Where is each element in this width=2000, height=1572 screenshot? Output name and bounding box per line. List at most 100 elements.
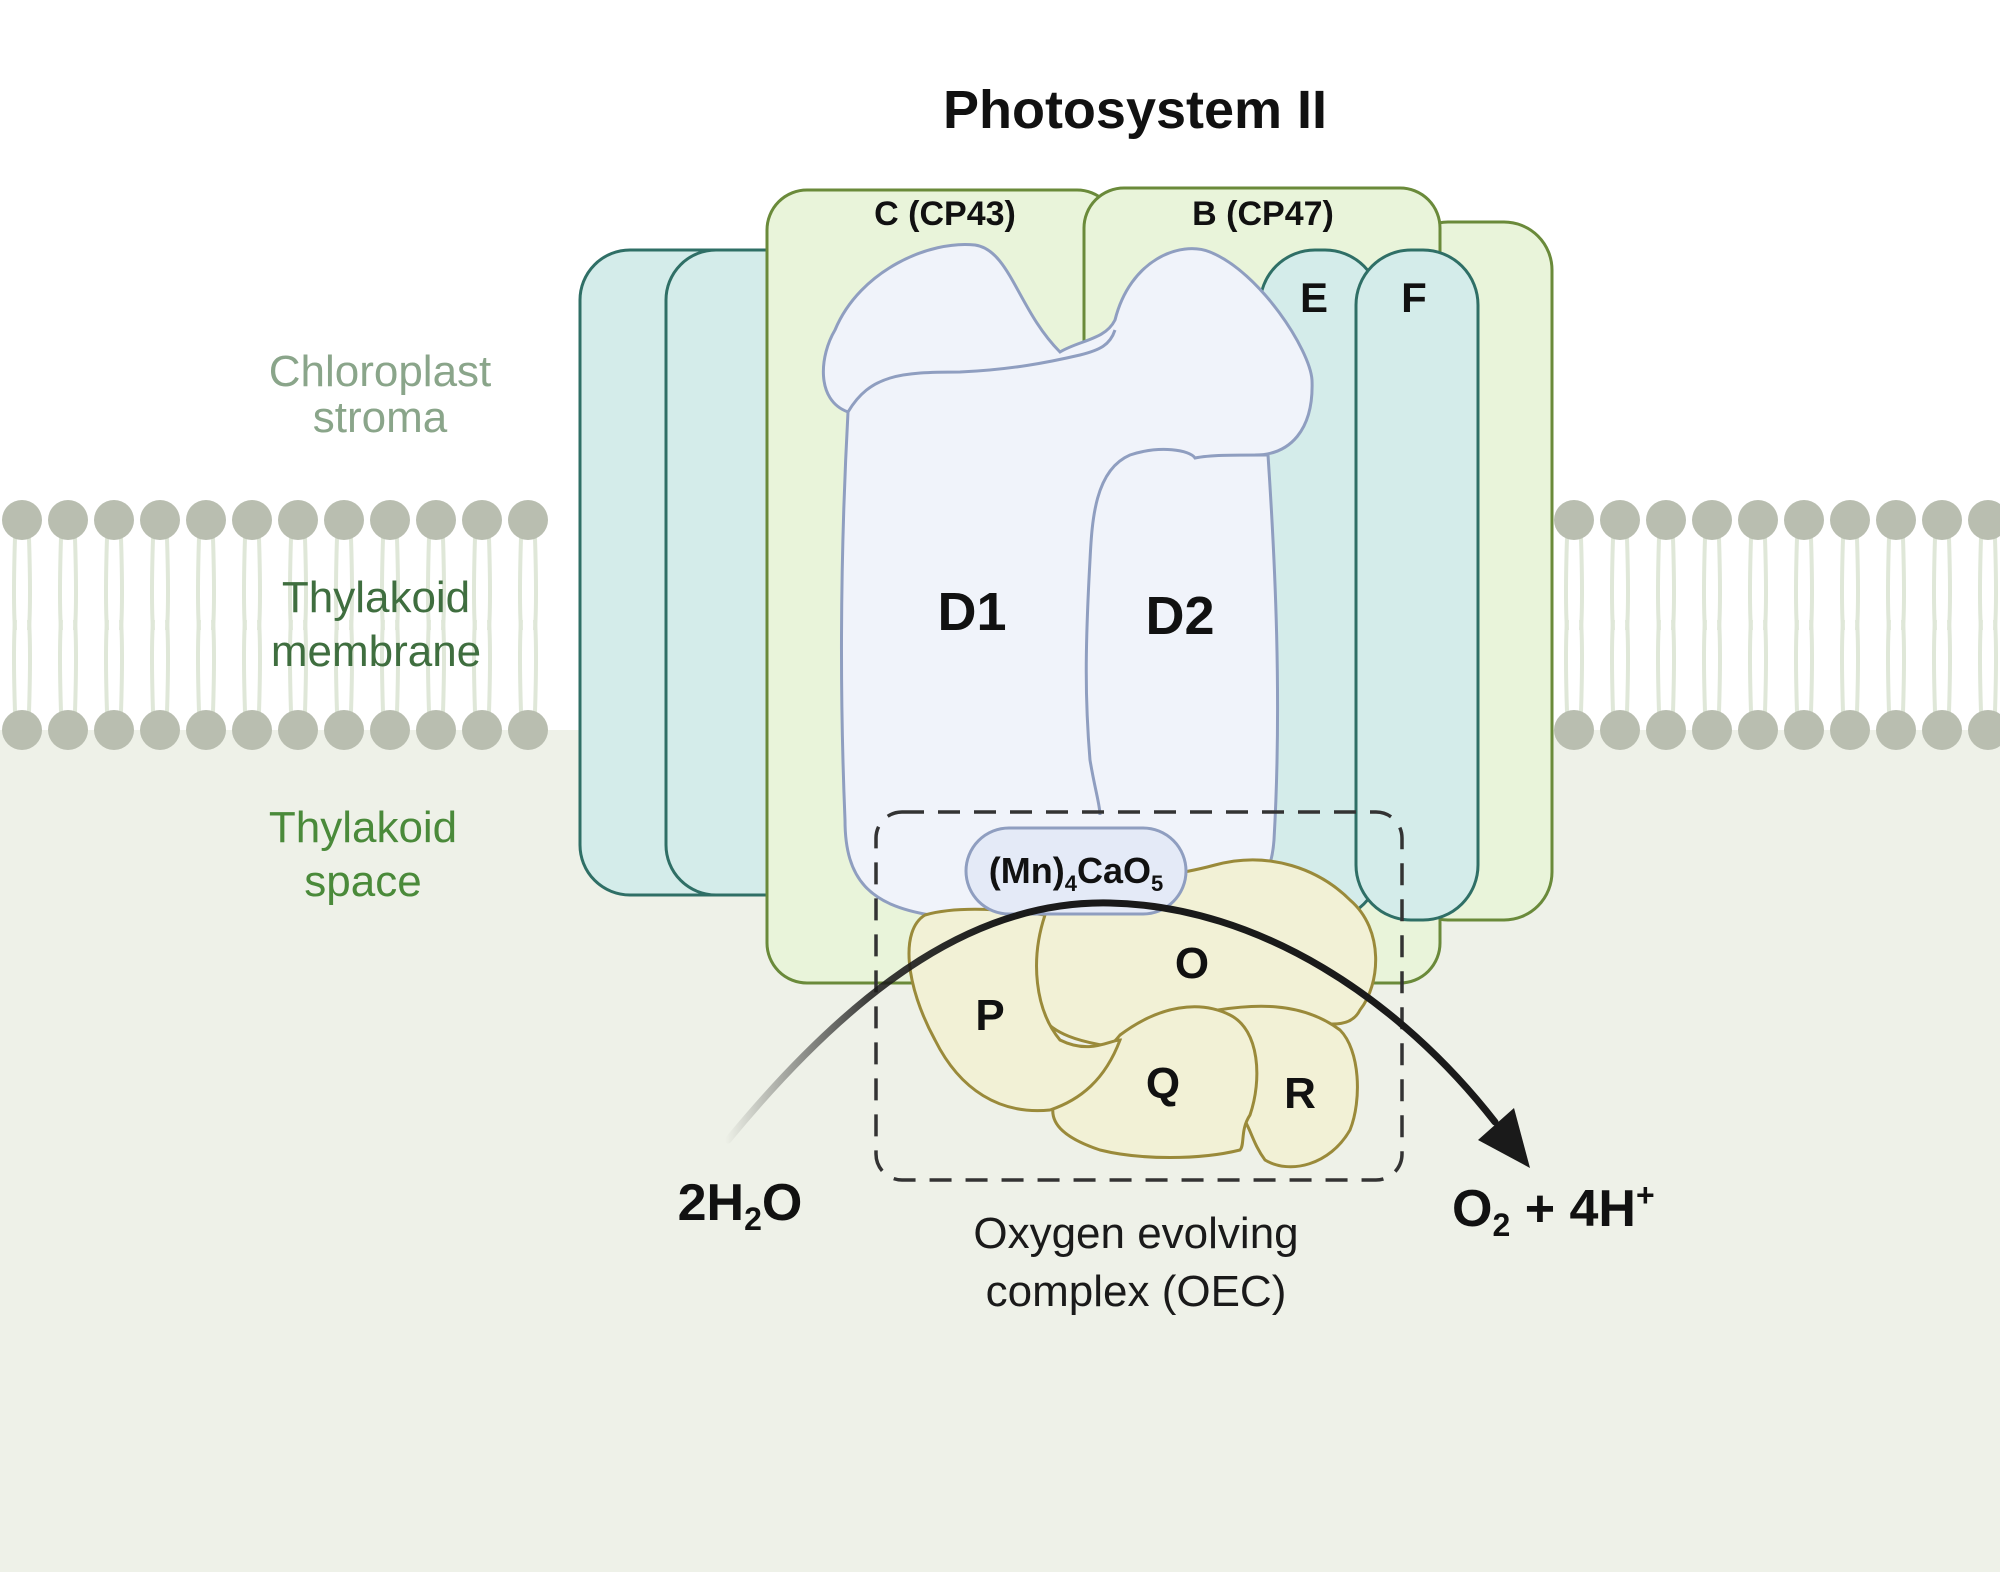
lipid-head <box>48 710 88 750</box>
lipid-tail <box>472 619 477 713</box>
lipid-tail <box>1840 619 1845 713</box>
lipid-tail <box>73 619 78 713</box>
lipid-head <box>1922 500 1962 540</box>
mn-cluster-pill <box>964 826 1188 916</box>
lipid-tail <box>1932 537 1937 631</box>
lipid-head <box>94 710 134 750</box>
lipid-tail <box>1748 537 1753 631</box>
diagram-title: Photosystem II <box>943 80 1327 140</box>
lipid-tail <box>58 537 63 631</box>
lipid-head <box>1876 710 1916 750</box>
lipid-head <box>370 710 410 750</box>
lipid-head <box>1968 710 2000 750</box>
lipid-head <box>2 710 42 750</box>
lipid-head <box>232 500 272 540</box>
lipid-tail <box>1840 537 1845 631</box>
lipid-head <box>1876 500 1916 540</box>
label-e: E <box>1300 274 1328 321</box>
lipid-tail <box>150 537 155 631</box>
lipid-tail <box>1993 537 1998 631</box>
protein-p <box>907 907 1123 1113</box>
lipid-tail <box>73 537 78 631</box>
lipid-head <box>1646 500 1686 540</box>
subunit-f <box>1354 248 1480 922</box>
lipid-tail <box>426 619 431 713</box>
lipid-tail <box>518 619 523 713</box>
lipid-head <box>1692 500 1732 540</box>
lipid-tail <box>487 619 492 713</box>
lipid-tail <box>288 619 293 713</box>
lipid-tail <box>1993 619 1998 713</box>
lipid-tail <box>1671 619 1676 713</box>
label-d1: D1 <box>937 582 1006 642</box>
lipid-tail <box>1978 537 1983 631</box>
lipid-tail <box>165 619 170 713</box>
lipid-tail <box>27 537 32 631</box>
lipid-tail <box>58 619 63 713</box>
lipid-tail <box>1901 537 1906 631</box>
lipid-tail <box>1656 537 1661 631</box>
lipid-tail <box>1564 537 1569 631</box>
d1-d2-divider <box>1084 448 1269 816</box>
lipid-head <box>1738 500 1778 540</box>
lipid-tail <box>1932 619 1937 713</box>
lipid-head <box>186 710 226 750</box>
lipid-head <box>508 710 548 750</box>
label-line: stroma <box>313 393 448 442</box>
label-o: O <box>1175 939 1209 988</box>
lipid-tail <box>12 537 17 631</box>
lipid-head <box>186 500 226 540</box>
lipid-tail <box>196 619 201 713</box>
lipid-tail <box>441 619 446 713</box>
lipid-head <box>462 710 502 750</box>
lipid-tail <box>334 619 339 713</box>
lipid-head <box>370 500 410 540</box>
lipid-tail <box>472 537 477 631</box>
lipid-bilayer <box>2 500 2000 750</box>
label-d2: D2 <box>1145 586 1214 646</box>
lipid-tail <box>1763 619 1768 713</box>
lipid-head <box>1600 710 1640 750</box>
lipid-tail <box>380 619 385 713</box>
lipid-tail <box>1809 619 1814 713</box>
lipid-tail <box>242 619 247 713</box>
lipid-tail <box>1886 537 1891 631</box>
lipid-head <box>508 500 548 540</box>
label-line: Thylakoid <box>282 573 470 622</box>
lipid-head <box>1692 710 1732 750</box>
lipid-tail <box>1702 619 1707 713</box>
lipid-tail <box>1564 619 1569 713</box>
lipid-tail <box>1625 619 1630 713</box>
lipid-tail <box>119 619 124 713</box>
lipid-head <box>1968 500 2000 540</box>
lipid-tail <box>1947 537 1952 631</box>
label-line: complex (OEC) <box>986 1267 1287 1316</box>
lipid-tail <box>150 619 155 713</box>
reaction-arrow <box>724 899 1499 1144</box>
lipid-tail <box>1947 619 1952 713</box>
lipid-head <box>140 710 180 750</box>
lipid-tail <box>196 537 201 631</box>
lipid-tail <box>1809 537 1814 631</box>
lipid-tail <box>1610 619 1615 713</box>
lipid-head <box>1738 710 1778 750</box>
lipid-tail <box>1886 619 1891 713</box>
lipid-tail <box>119 537 124 631</box>
lipid-tail <box>1702 537 1707 631</box>
lipid-tail <box>12 619 17 713</box>
lipid-tail <box>1794 619 1799 713</box>
lipid-head <box>2 500 42 540</box>
lipid-tail <box>487 537 492 631</box>
lipid-tail <box>211 619 216 713</box>
lipid-tail <box>257 537 262 631</box>
arrow-head <box>1478 1108 1530 1168</box>
lipid-head <box>1554 710 1594 750</box>
lipid-head <box>1600 500 1640 540</box>
lipid-head <box>1784 710 1824 750</box>
lipid-head <box>462 500 502 540</box>
